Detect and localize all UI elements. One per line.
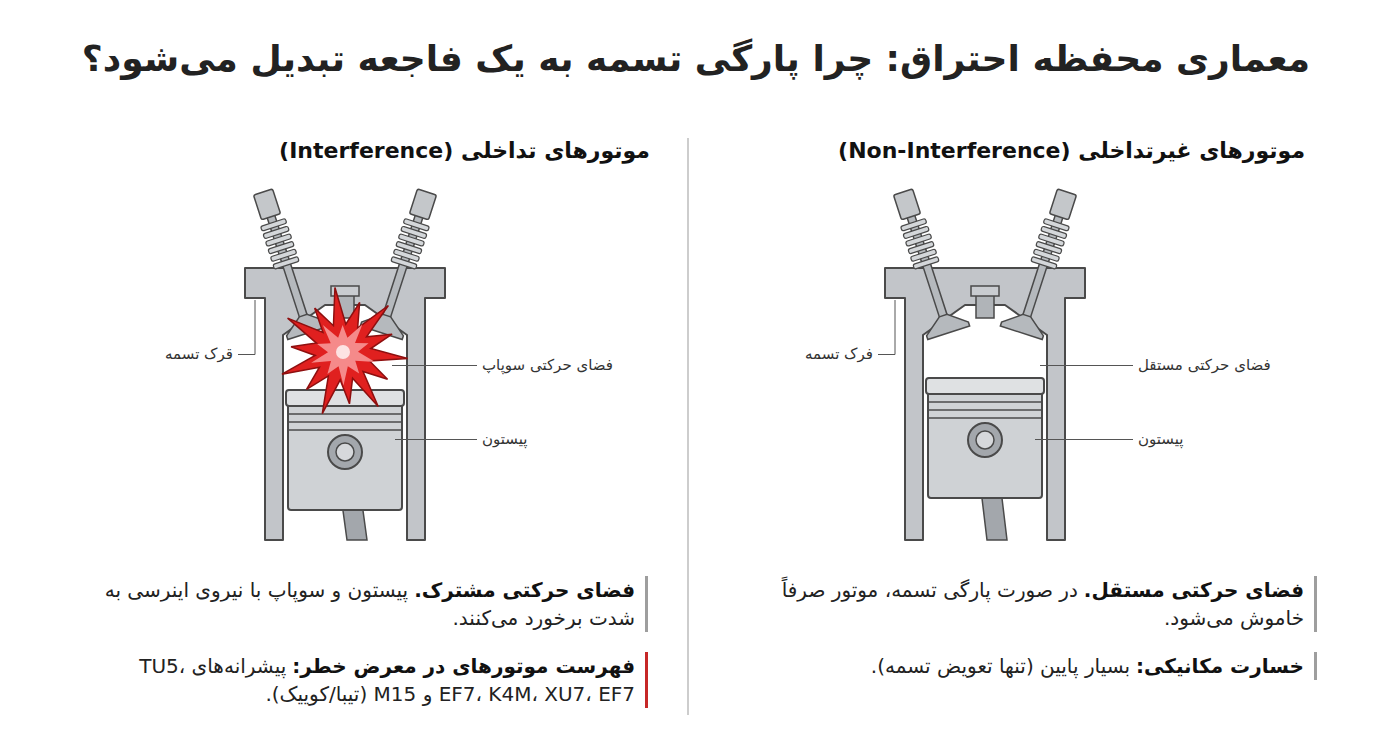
collision-burst-core — [311, 325, 375, 386]
piston-ring — [928, 409, 1042, 411]
panel-divider — [687, 138, 689, 715]
panel-heading: موتورهای تداخلی (Interference) — [279, 136, 650, 167]
text-block: فضای حرکتی مشترک.پیستون و سوپاپ با نیروی… — [90, 576, 648, 632]
panel-heading: موتورهای غیرتداخلی (Non-Interference) — [838, 136, 1305, 167]
lead-text: فضای حرکتی مستقل. — [1084, 578, 1304, 602]
lead-text: خسارت مکانیکی: — [1136, 654, 1304, 678]
cylinder-head — [885, 268, 1085, 540]
valve-cap — [1049, 189, 1076, 220]
part-label: فرک تسمه — [805, 344, 873, 365]
collision-burst — [282, 288, 408, 414]
title: معماری محفظه احتراق: چرا پارگی تسمه به ی… — [82, 34, 1310, 84]
piston-ring — [288, 413, 402, 415]
leader-line — [878, 300, 895, 355]
piston-ring — [928, 417, 1042, 419]
part-label: پیستون — [482, 429, 527, 450]
piston — [288, 390, 402, 510]
spark-plug-nut — [971, 286, 999, 296]
piston-crown — [926, 378, 1044, 394]
collision-burst-center — [336, 345, 350, 359]
piston — [928, 378, 1042, 498]
leader-line — [395, 439, 477, 440]
valve-spring — [273, 256, 299, 269]
leader-line — [1040, 365, 1133, 366]
valve-head — [922, 309, 969, 340]
text-block: فهرست موتورهای در معرض خطر:پیشرانه‌های T… — [90, 652, 648, 708]
part-label: فضای حرکتی مستقل — [1138, 355, 1271, 376]
valve — [1000, 185, 1088, 339]
part-label: قرک تسمه — [165, 344, 233, 365]
valve-cap — [409, 189, 436, 220]
piston-pin-bore — [976, 431, 994, 449]
valve-cap — [893, 189, 920, 220]
leader-line — [238, 300, 255, 355]
lead-text: فهرست موتورهای در معرض خطر: — [292, 654, 635, 678]
valve-head — [1000, 309, 1047, 340]
leader-line — [1035, 439, 1133, 440]
engine-drawing — [242, 185, 448, 540]
piston-pin — [968, 423, 1002, 457]
piston-ring — [288, 421, 402, 423]
piston-ring — [928, 401, 1042, 403]
cylinder-head — [245, 268, 445, 540]
text-block: فضای حرکتی مستقل.در صورت پارگی تسمه، موت… — [779, 576, 1317, 632]
valve-spring — [391, 256, 417, 269]
valve-spring — [1031, 256, 1057, 269]
valve-cap — [253, 189, 280, 220]
piston-pin-bore — [336, 443, 354, 461]
part-label: فضای حرکتی سوپاپ — [482, 355, 613, 376]
piston-ring — [288, 429, 402, 431]
engine-drawing — [882, 185, 1088, 540]
leader-line — [392, 365, 477, 366]
lead-text: فضای حرکتی مشترک. — [414, 578, 635, 602]
part-label: پیستون — [1138, 429, 1183, 450]
text-block: خسارت مکانیکی:بسیار پایین (تنها تعویض تس… — [779, 652, 1317, 680]
valve-spring — [913, 256, 939, 269]
body-text: بسیار پایین (تنها تعویض تسمه). — [871, 654, 1130, 678]
piston-pin — [328, 435, 362, 469]
